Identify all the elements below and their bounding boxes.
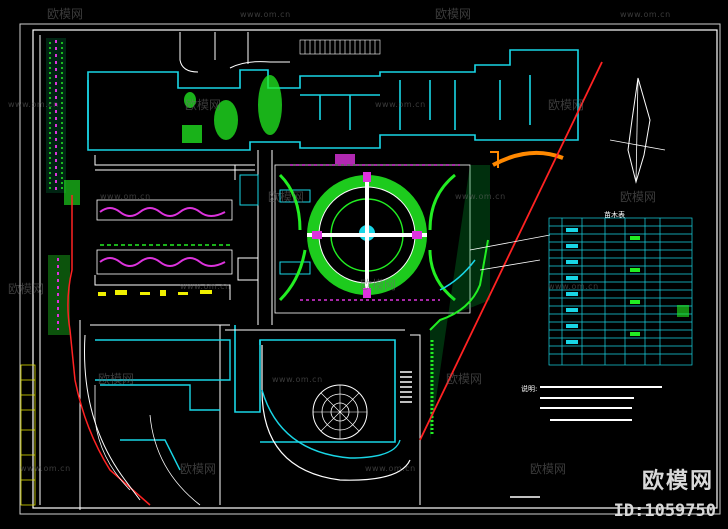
plant-schedule-table [548, 217, 693, 366]
road-lines [39, 32, 421, 510]
lower-left-curve [149, 414, 201, 506]
parking-hatch [299, 39, 381, 55]
watermark-url: www.om.cn [455, 192, 506, 201]
drawing-frame-inner [32, 29, 718, 509]
watermark-url: www.om.cn [240, 10, 291, 19]
watermark-brand: 欧模网 [548, 98, 585, 112]
watermark-brand: 欧模网 [620, 190, 657, 204]
left-tree-row [46, 38, 80, 335]
watermark-brand: 欧模网 [435, 7, 472, 21]
right-garden-wedge [429, 165, 490, 440]
site-line-right [469, 234, 551, 271]
watermark-url: www.om.cn [620, 10, 671, 19]
north-arrow-icon [609, 77, 666, 184]
site-boundary-left [67, 195, 151, 506]
notes-label: 说明: [521, 385, 538, 393]
watermark-brand: 欧模网 [185, 98, 222, 112]
watermark-brand: 欧模网 [180, 462, 217, 476]
watermark-url: www.om.cn [8, 100, 59, 109]
yellow-annotations [98, 290, 212, 296]
watermark-url: www.om.cn [180, 282, 231, 291]
watermark-brand: 欧模网 [360, 278, 397, 292]
drawing-frame-outer [19, 23, 721, 515]
watermark-url: www.om.cn [272, 375, 323, 384]
orange-entry [490, 151, 499, 168]
circular-plaza [261, 345, 411, 481]
plant-schedule-title: 苗木表 [604, 211, 625, 219]
watermark-url: www.om.cn [20, 464, 71, 473]
watermark-brand: 欧模网 [446, 372, 483, 386]
curved-road-left-2 [94, 385, 131, 491]
watermark-url: www.om.cn [375, 100, 426, 109]
plant-schedule-symbols [566, 228, 689, 344]
lower-left-buildings [95, 339, 231, 471]
resource-id: ID:1059750 [613, 501, 716, 521]
watermark-brand: 欧模网 [98, 372, 135, 386]
brand-logo-text: 欧模网 [641, 469, 714, 494]
watermark-url: www.om.cn [100, 192, 151, 201]
site-boundary-diagonal [419, 61, 603, 441]
watermark-brand: 欧模网 [47, 7, 84, 21]
central-garden [274, 154, 471, 314]
watermark-url: www.om.cn [548, 282, 599, 291]
watermark-url: www.om.cn [365, 464, 416, 473]
notes-lines [540, 386, 662, 421]
planting-parcels [96, 174, 311, 281]
title-block-strip [20, 364, 36, 506]
watermark-brand: 欧模网 [8, 282, 45, 296]
curved-road-left [84, 334, 141, 501]
green-patches-top [182, 75, 282, 143]
watermark-brand: 欧模网 [530, 462, 567, 476]
crosswalk [400, 371, 412, 403]
watermark-brand: 欧模网 [268, 190, 305, 204]
building-outlines [87, 49, 579, 443]
